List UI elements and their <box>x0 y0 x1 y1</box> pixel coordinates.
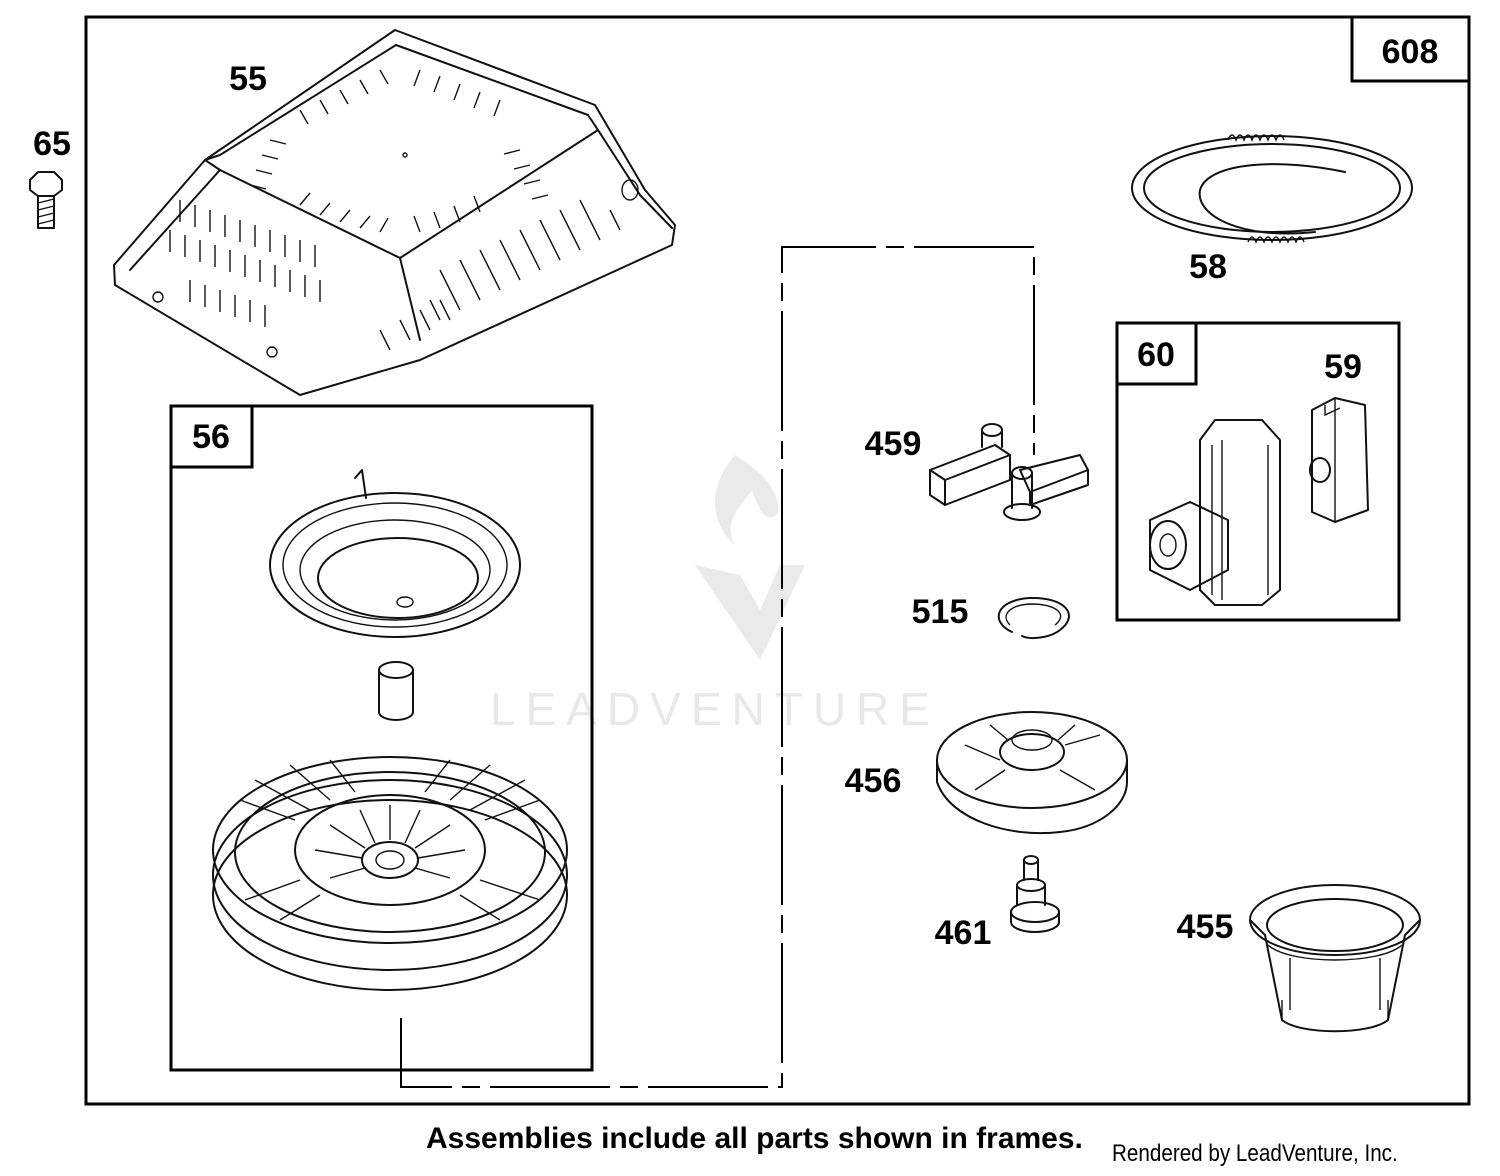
watermark-text: LEADVENTURE <box>490 683 940 735</box>
label-box-56 <box>169 404 254 469</box>
label-60: 60 <box>1137 336 1175 374</box>
starter-cup-455 <box>1249 884 1421 1033</box>
label-515: 515 <box>912 593 969 631</box>
label-459: 459 <box>865 425 922 463</box>
label-455: 455 <box>1177 908 1234 946</box>
assembly-frame-60 <box>1115 321 1401 622</box>
starter-rope-58 <box>1131 134 1413 244</box>
pin <box>378 661 414 721</box>
label-456: 456 <box>845 762 902 800</box>
label-56: 56 <box>192 418 230 456</box>
blower-housing-55 <box>113 29 676 396</box>
assembly-frame-608 <box>84 15 1471 1106</box>
label-59: 59 <box>1324 348 1362 386</box>
footer-note: Assemblies include all parts shown in fr… <box>426 1122 1083 1155</box>
starter-handle-60 <box>1149 419 1281 606</box>
label-58: 58 <box>1189 248 1227 286</box>
label-461: 461 <box>935 914 992 952</box>
label-box-608 <box>1350 15 1471 83</box>
screw-461 <box>1010 855 1060 933</box>
label-65: 65 <box>33 125 71 163</box>
ratchet-456 <box>936 711 1128 835</box>
handle-insert-59 <box>1309 397 1369 523</box>
label-608: 608 <box>1382 33 1439 71</box>
footer-credit: Rendered by LeadVenture, Inc. <box>1112 1140 1398 1167</box>
watermark: LEADVENTURE <box>490 455 940 735</box>
label-box-60 <box>1115 321 1198 386</box>
assembly-frame-56 <box>169 404 594 1072</box>
retainer-ring-515 <box>997 596 1070 639</box>
label-55: 55 <box>229 60 267 98</box>
bolt-65 <box>29 171 63 229</box>
pawl-459 <box>929 423 1089 521</box>
rewind-spring-56 <box>269 469 521 638</box>
starter-pulley <box>212 756 568 991</box>
leader-lines <box>400 246 1035 1088</box>
